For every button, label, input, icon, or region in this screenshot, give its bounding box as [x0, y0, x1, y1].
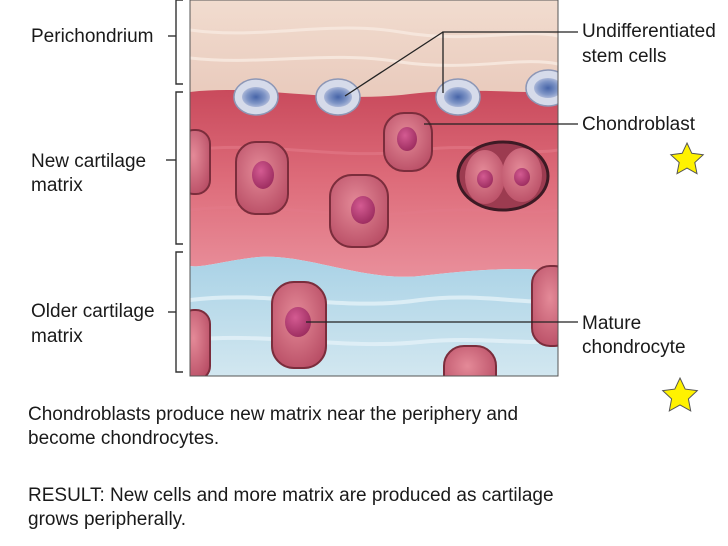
older-matrix-label-line1: Older cartilage [31, 300, 155, 323]
older-matrix-label-line2: matrix [31, 325, 83, 348]
stem-cell [526, 70, 570, 106]
new-matrix-label-line1: New cartilage [31, 150, 146, 173]
older-matrix-layer [190, 257, 558, 376]
mature-chondrocyte-cell [272, 282, 326, 368]
mature-chondrocyte-cell [532, 266, 572, 346]
chondroblast-cell [384, 113, 432, 171]
tissue-block [180, 0, 572, 396]
mature-label-line1: Mature [582, 312, 641, 335]
dividing-cell [458, 142, 548, 210]
star-icon [671, 143, 703, 174]
stem-cells-label-line1: Undifferentiated [582, 20, 716, 43]
chondroblast-cell [180, 130, 210, 194]
new-matrix-bracket [176, 92, 183, 244]
older-matrix-bracket [176, 252, 183, 372]
mature-label-line2: chondrocyte [582, 336, 686, 359]
new-matrix-label-line2: matrix [31, 174, 83, 197]
stem-cell [234, 79, 278, 115]
stem-cell [316, 79, 360, 115]
star-icon [663, 378, 698, 411]
chondroblast-cell [330, 175, 388, 247]
mature-chondrocyte-cell [180, 310, 210, 380]
left-brackets [166, 0, 183, 372]
mature-chondrocyte-cell [444, 346, 496, 396]
caption-line1: Chondroblasts produce new matrix near th… [28, 403, 518, 426]
perichondrium-label: Perichondrium [31, 25, 154, 48]
caption-line2: become chondrocytes. [28, 427, 219, 450]
caption-line3: RESULT: New cells and more matrix are pr… [28, 484, 554, 507]
perichondrium-bracket [176, 0, 183, 84]
stem-cells-label-line2: stem cells [582, 45, 666, 68]
caption-line4: grows peripherally. [28, 508, 186, 531]
chondroblast-cell [236, 142, 288, 214]
chondroblast-label: Chondroblast [582, 113, 695, 136]
